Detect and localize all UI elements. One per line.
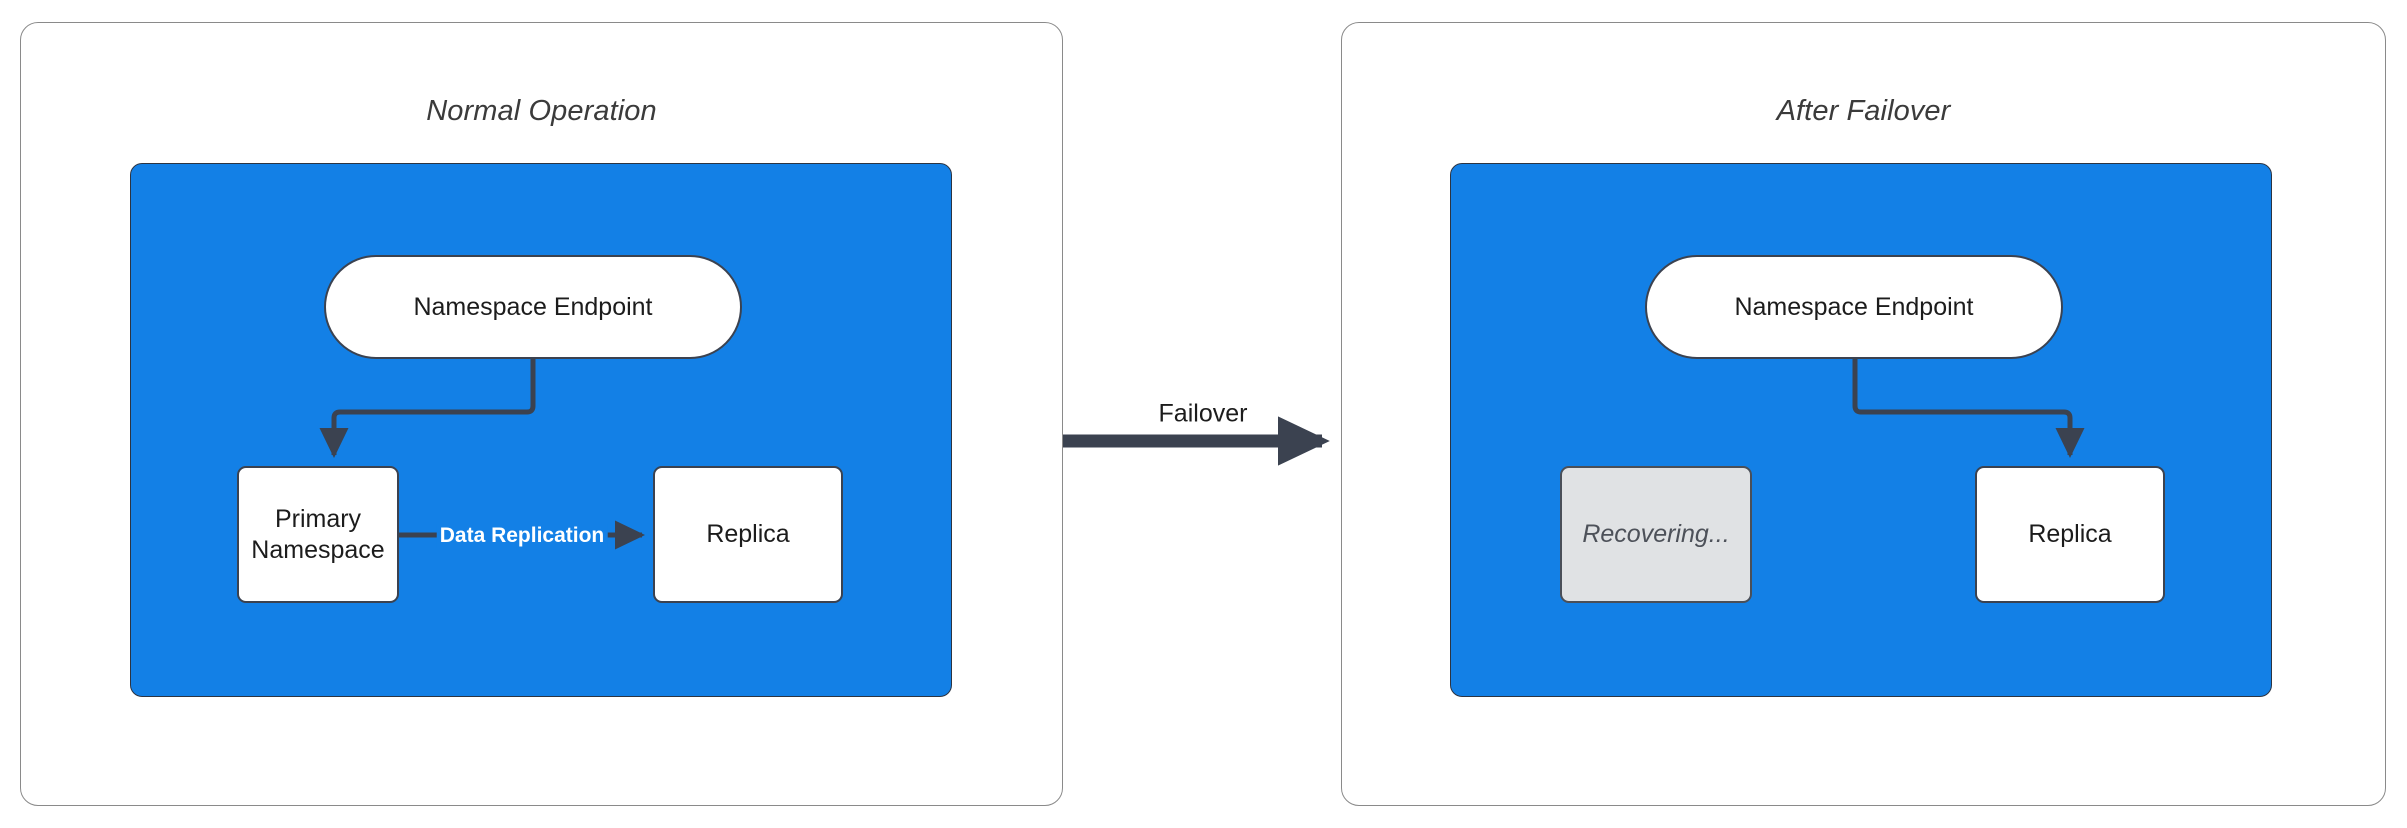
node-namespace-endpoint-normal[interactable]: Namespace Endpoint bbox=[324, 255, 742, 359]
node-label: Replica bbox=[2028, 520, 2112, 549]
node-label: Namespace Endpoint bbox=[413, 292, 653, 321]
node-label-line1: Primary bbox=[274, 505, 362, 533]
node-primary-namespace[interactable]: Primary Namespace bbox=[237, 466, 399, 603]
node-replica-failover[interactable]: Replica bbox=[1975, 466, 2165, 603]
node-label-multiline: Primary Namespace bbox=[251, 504, 384, 565]
node-label: Replica bbox=[706, 520, 790, 549]
node-namespace-endpoint-failover[interactable]: Namespace Endpoint bbox=[1645, 255, 2063, 359]
panel-title-normal-operation: Normal Operation bbox=[426, 95, 657, 127]
node-label: Namespace Endpoint bbox=[1734, 292, 1974, 321]
cluster-after-failover bbox=[1450, 163, 2272, 697]
node-label: Recovering... bbox=[1582, 520, 1730, 549]
cluster-normal-operation bbox=[130, 163, 952, 697]
panel-title-after-failover: After Failover bbox=[1776, 95, 1951, 127]
node-recovering[interactable]: Recovering... bbox=[1560, 466, 1752, 603]
edge-label-data-replication: Data Replication bbox=[436, 524, 608, 548]
node-label-line2: Namespace bbox=[251, 535, 385, 564]
transition-label-failover: Failover bbox=[1152, 399, 1254, 429]
node-replica-normal[interactable]: Replica bbox=[653, 466, 843, 603]
